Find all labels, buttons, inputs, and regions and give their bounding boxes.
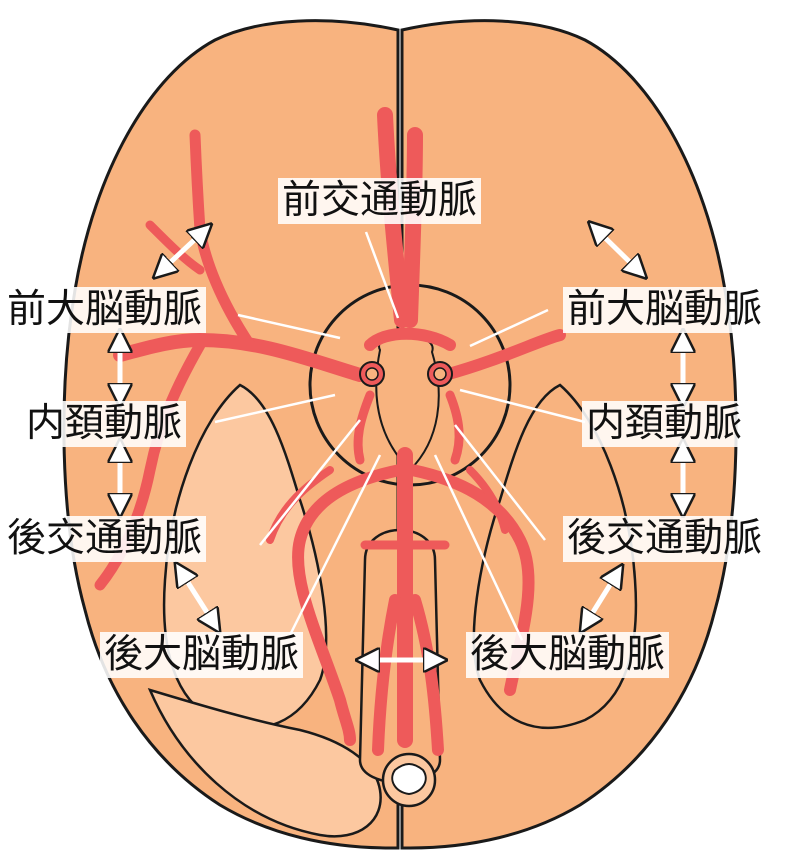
arrow-left-pca bbox=[180, 570, 215, 625]
leader-lines bbox=[214, 231, 586, 641]
pca-right-branch bbox=[466, 466, 509, 534]
cerebellum-left bbox=[147, 688, 382, 838]
posterior-communicating-left bbox=[353, 390, 375, 465]
label-internal-carotid-left: 内頚動脈 bbox=[22, 401, 187, 447]
vertebral-artery-right bbox=[409, 594, 444, 756]
vertebral-artery-left bbox=[372, 594, 401, 756]
label-anterior-cerebral-artery-right: 前大脳動脈 bbox=[563, 287, 767, 333]
label-anterior-cerebral-artery-left: 前大脳動脈 bbox=[3, 287, 207, 333]
posterior-cerebral-artery-left bbox=[292, 464, 406, 746]
label-posterior-communicating-right: 後交通動脈 bbox=[563, 516, 767, 562]
arrow-left-mca bbox=[160, 230, 205, 272]
internal-carotid-openings bbox=[359, 361, 453, 387]
medulla-cross bbox=[391, 763, 427, 796]
label-anterior-communicating-artery: 前交通動脈 bbox=[278, 178, 482, 224]
anterior-cerebral-artery-right bbox=[402, 127, 423, 328]
double-arrows bbox=[120, 228, 683, 660]
anterior-communicating-junction bbox=[364, 327, 456, 351]
label-internal-carotid-right: 内頚動脈 bbox=[582, 401, 747, 447]
arrow-right-mca-top bbox=[595, 228, 640, 272]
middle-cerebral-artery-left bbox=[113, 333, 367, 382]
label-posterior-cerebral-left: 後大脳動脈 bbox=[100, 632, 304, 678]
arrow-right-pca bbox=[585, 572, 618, 625]
label-posterior-communicating-left: 後交通動脈 bbox=[3, 516, 207, 562]
middle-cerebral-artery-right bbox=[439, 329, 566, 381]
label-posterior-cerebral-right: 後大脳動脈 bbox=[466, 632, 670, 678]
pca-left-branch bbox=[266, 466, 334, 544]
